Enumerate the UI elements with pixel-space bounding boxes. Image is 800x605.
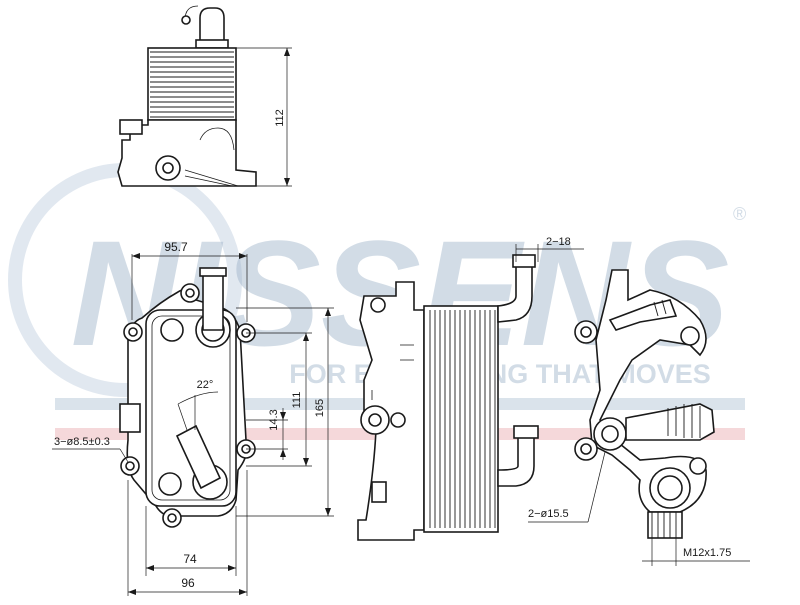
right-upper-clip bbox=[608, 299, 678, 331]
front-port-bottom bbox=[158, 472, 182, 496]
side-hose-bottom bbox=[497, 435, 535, 487]
front-plate bbox=[145, 309, 237, 507]
side-view: 2−18 bbox=[357, 236, 584, 541]
side-fin-stack bbox=[423, 305, 499, 533]
front-view: 22° 95.7 3−ø8.5±0.3 14.3 111 165 74 bbox=[52, 240, 334, 596]
top-pipe-collar bbox=[195, 39, 229, 49]
watermark-tagline: FOR EVERYTHING THAT MOVES bbox=[289, 359, 711, 389]
top-sensor bbox=[119, 119, 143, 135]
front-pipe-bottom bbox=[175, 424, 222, 490]
dim-label-112: 112 bbox=[274, 109, 286, 127]
front-port-top bbox=[160, 318, 184, 342]
dim-label-bolt-holes: 3−ø8.5±0.3 bbox=[54, 436, 110, 448]
top-pipe bbox=[199, 7, 225, 46]
dim-label-74: 74 bbox=[183, 552, 197, 566]
dim-label-96: 96 bbox=[181, 576, 195, 590]
top-fin-lines bbox=[150, 51, 234, 118]
dim-label-angle: 22° bbox=[197, 379, 214, 391]
watermark-registered-mark: ® bbox=[733, 204, 746, 224]
front-side-sensor bbox=[119, 403, 141, 433]
front-pipe-top bbox=[202, 269, 224, 331]
right-thread-stub bbox=[647, 511, 683, 539]
dim-label-111: 111 bbox=[291, 392, 303, 409]
top-view: 112 bbox=[117, 5, 292, 187]
dim-label-port-dia: 2−ø15.5 bbox=[528, 508, 569, 520]
right-housing bbox=[589, 269, 707, 513]
top-fin-stack bbox=[147, 47, 237, 121]
side-fin-lines bbox=[429, 310, 496, 528]
dim-label-165: 165 bbox=[314, 399, 326, 417]
dim-label-14-3: 14.3 bbox=[268, 409, 280, 430]
dim-label-95-7: 95.7 bbox=[164, 240, 188, 254]
right-view: 2−ø15.5 M12x1.75 bbox=[528, 269, 750, 566]
dim-label-hose-clip: 2−18 bbox=[546, 236, 571, 248]
dim-label-thread: M12x1.75 bbox=[683, 547, 731, 559]
